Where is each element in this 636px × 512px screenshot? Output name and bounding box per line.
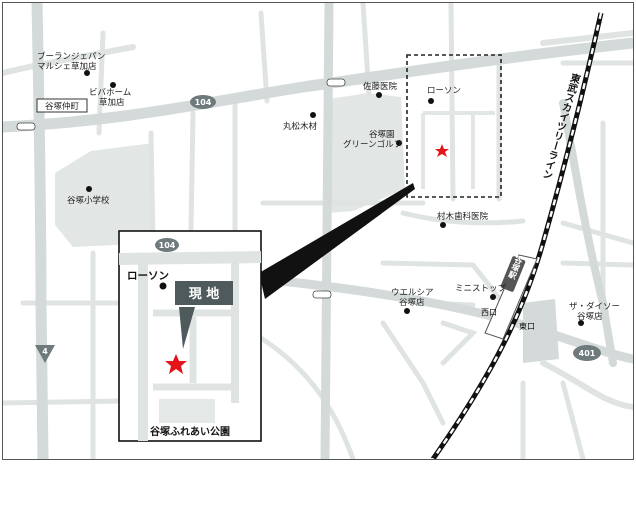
- inset-location-star: [165, 354, 187, 374]
- inset-route-number: 104: [159, 241, 176, 250]
- label-yatsuka-nakamachi: 谷塚仲町: [45, 101, 80, 112]
- label-viva2: 草加店: [99, 97, 125, 108]
- inset-map: 104 ローソン 現 地 谷塚ふれあい公園: [118, 230, 262, 442]
- label-marche: マルシェ草加店: [37, 61, 97, 72]
- label-breadpan: ブーランジェパン: [37, 51, 105, 62]
- map-canvas: 谷塚駅 東武スカイツリーライン ブーランジェパン マルシェ草加店 ビバホーム 草…: [3, 3, 633, 459]
- map-location-star: [435, 144, 449, 157]
- label-muraki: 村木歯科医院: [437, 211, 489, 222]
- label-golf1: 谷塚園: [369, 130, 395, 140]
- north-south-road: [320, 3, 334, 459]
- label-school: 谷塚小学校: [67, 195, 110, 206]
- major-roads: [3, 3, 633, 459]
- inset-lawson-dot: [159, 282, 167, 290]
- park-label: 谷塚ふれあい公園: [150, 425, 230, 438]
- label-nishiguchi: 西口: [481, 308, 497, 317]
- route-104-road: [3, 37, 633, 133]
- map-frame: 谷塚駅 東武スカイツリーライン ブーランジェパン マルシェ草加店 ビバホーム 草…: [2, 2, 634, 460]
- school-grounds: [55, 143, 155, 247]
- label-welcia2: 谷塚店: [399, 297, 425, 308]
- minor-roads: [3, 3, 633, 459]
- route-401-sign: [573, 345, 601, 361]
- railway: [430, 12, 604, 459]
- route-104-number: 104: [195, 98, 212, 107]
- label-golf2: グリーンゴルフ: [343, 139, 402, 150]
- golf-ground: [329, 93, 405, 213]
- poi-dots: [84, 70, 584, 326]
- callout-pointer: [259, 183, 415, 299]
- label-viva: ビバホーム: [89, 88, 131, 98]
- signal-markers: [16, 78, 346, 299]
- town-name-box: [36, 98, 88, 113]
- route-4-road: [31, 3, 49, 459]
- route-4-sign: [35, 345, 55, 363]
- label-welcia1: ウエルシア: [391, 288, 434, 298]
- label-marumatsu: 丸松木材: [283, 121, 318, 132]
- genchi-box: [175, 281, 233, 305]
- inset-lawson-label: ローソン: [127, 270, 169, 282]
- label-daiso2: 谷塚店: [577, 311, 603, 322]
- station-name-box: [500, 256, 526, 292]
- station-platform: 谷塚駅: [484, 253, 538, 340]
- park-area: [159, 399, 215, 423]
- target-area-box: [406, 54, 502, 198]
- label-higashiguchi: 東口: [519, 321, 535, 331]
- label-lawson: ローソン: [427, 86, 461, 96]
- map-blocks: [55, 93, 559, 363]
- route-401-number: 401: [579, 349, 596, 358]
- route-104-sign: [190, 95, 216, 109]
- route-4-number: 4: [42, 347, 48, 356]
- east-road: [559, 99, 617, 367]
- genchi-pointer: [179, 307, 195, 349]
- label-ministop: ミニストップ: [455, 284, 507, 294]
- label-daiso1: ザ・ダイソー: [569, 301, 620, 312]
- genchi-label: 現 地: [189, 286, 220, 302]
- inset-route-sign: [155, 238, 179, 252]
- label-satou: 佐藤医院: [363, 81, 398, 92]
